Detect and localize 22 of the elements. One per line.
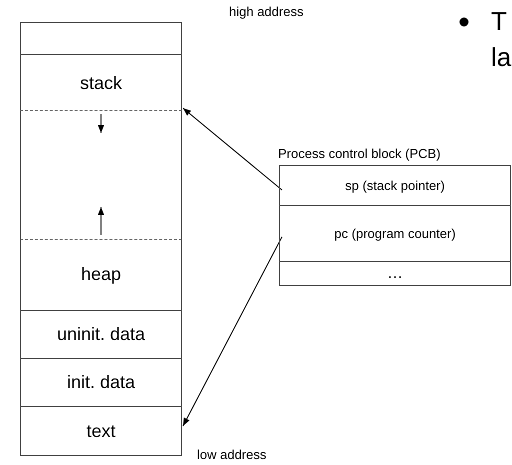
- memory-segment: [20, 310, 182, 359]
- address-label: high address: [229, 5, 304, 18]
- arrow: [182, 108, 282, 190]
- heading-text: T: [491, 8, 507, 34]
- segment-label: init. data: [66, 372, 136, 393]
- field-label: …: [387, 264, 403, 282]
- segment-label: uninit. data: [56, 324, 146, 345]
- segment-label: heap: [80, 264, 122, 285]
- field-label: sp (stack pointer): [345, 178, 445, 193]
- memory-segment: [20, 110, 182, 240]
- arrow: [182, 236, 282, 426]
- memory-segment: [20, 22, 182, 55]
- memory-segment: [20, 54, 182, 111]
- segment-label: text: [86, 420, 116, 442]
- heading-text: la: [491, 44, 512, 70]
- address-label: low address: [197, 448, 266, 461]
- memory-segment: [20, 239, 182, 311]
- table-heading: Process control block (PCB): [278, 146, 441, 161]
- field-label: pc (program counter): [334, 226, 456, 241]
- memory-segment: [20, 406, 182, 456]
- memory-segment: [20, 358, 182, 407]
- segment-label: stack: [80, 72, 122, 94]
